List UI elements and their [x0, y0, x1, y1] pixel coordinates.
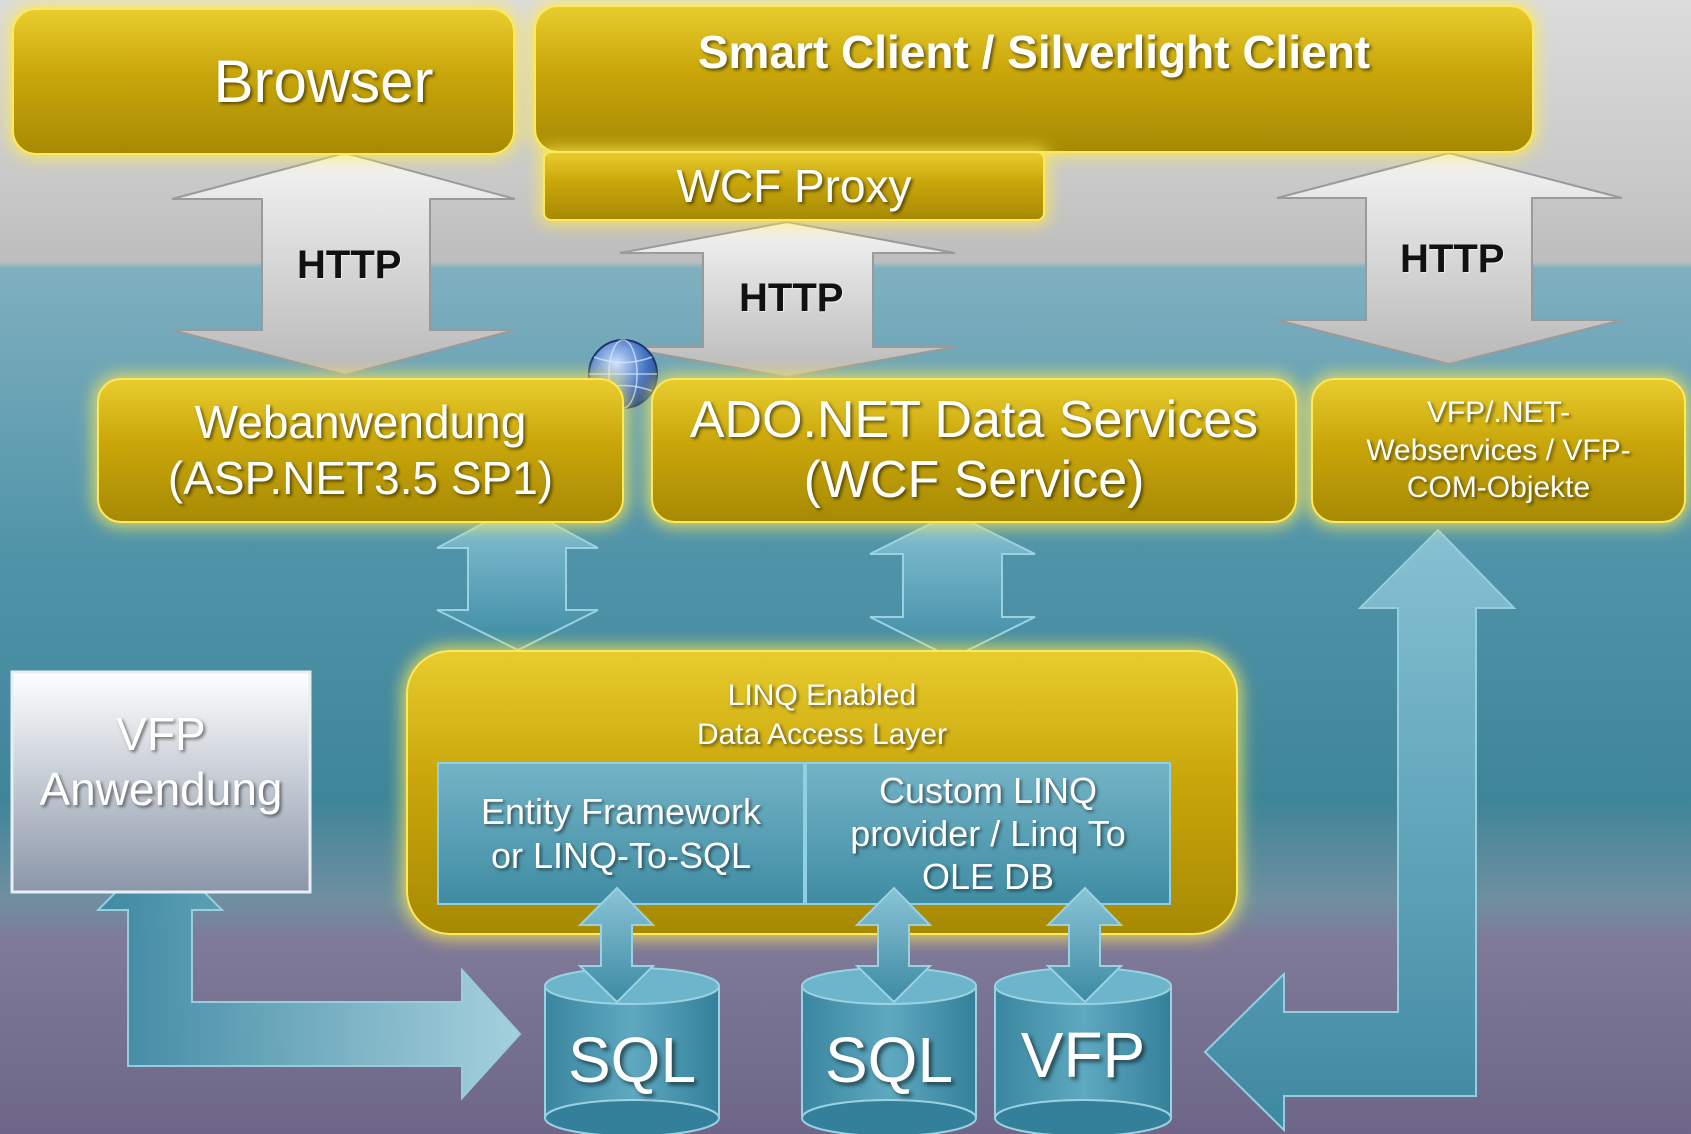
http-arrow-wcf	[619, 220, 956, 379]
vfp-db	[994, 967, 1172, 1134]
http-arrow-vfp	[1276, 151, 1623, 366]
custom-line2: provider / Linq To	[850, 812, 1126, 854]
arrow-vfp-app-sql	[95, 846, 522, 1101]
webanwendung-line2: (ASP.NET3.5 SP1)	[167, 451, 554, 504]
sql-db-1-label: SQL	[567, 1024, 697, 1096]
entity-line2: or LINQ-To-SQL	[490, 834, 752, 876]
vfp-webservices-box: VFP/.NET- Webservices / VFP- COM-Objekte	[1311, 378, 1686, 523]
custom-line1: Custom LINQ	[878, 769, 1098, 811]
vfp-webservices-line2: Webservices / VFP-	[1366, 433, 1631, 467]
arrow-webservices-vfpdb	[1203, 528, 1517, 1133]
sql-db-2-label: SQL	[824, 1024, 954, 1096]
http-label-wcf: HTTP	[739, 276, 844, 320]
wcf-proxy-label: WCF Proxy	[676, 160, 912, 212]
arrow-custom-vfp	[1045, 886, 1124, 1004]
sql-db-1	[544, 967, 720, 1134]
sql-db-2	[801, 967, 977, 1134]
wcf-proxy-box: WCF Proxy	[543, 151, 1045, 221]
webanwendung-line1: Webanwendung	[194, 396, 527, 449]
vfp-app-label: VFP Anwendung	[12, 652, 310, 872]
entity-framework-box: Entity Framework or LINQ-To-SQL	[437, 762, 805, 905]
http-label-vfp: HTTP	[1400, 237, 1505, 281]
dal-title-line2: Data Access Layer	[696, 718, 948, 751]
browser-box: Browser	[12, 8, 515, 155]
vfp-webservices-line3: COM-Objekte	[1406, 471, 1591, 505]
http-arrow-browser	[171, 151, 516, 377]
vfp-app-line1: VFP	[116, 707, 206, 760]
arrow-entity-sql	[577, 886, 656, 1004]
vfp-app-box	[10, 670, 312, 894]
vfp-app-line2: Anwendung	[39, 763, 283, 815]
http-label-browser: HTTP	[297, 243, 402, 287]
custom-linq-box: Custom LINQ provider / Linq To OLE DB	[805, 762, 1171, 905]
smart-client-label: Smart Client / Silverlight Client	[697, 26, 1371, 78]
ado-net-box: ADO.NET Data Services (WCF Service)	[651, 378, 1297, 523]
vfp-webservices-line1: VFP/.NET-	[1426, 396, 1571, 430]
webanwendung-box: Webanwendung (ASP.NET3.5 SP1)	[97, 378, 624, 523]
dal-title-line1: LINQ Enabled	[727, 679, 917, 712]
ado-net-line2: (WCF Service)	[803, 450, 1145, 509]
smart-client-box: Smart Client / Silverlight Client	[534, 5, 1534, 153]
ado-net-line1: ADO.NET Data Services	[689, 390, 1259, 449]
custom-line3: OLE DB	[921, 856, 1055, 898]
browser-label: Browser	[213, 48, 434, 115]
entity-line1: Entity Framework	[480, 791, 762, 833]
vfp-db-label: VFP	[1020, 1019, 1146, 1091]
arrow-custom-sql	[854, 886, 933, 1004]
